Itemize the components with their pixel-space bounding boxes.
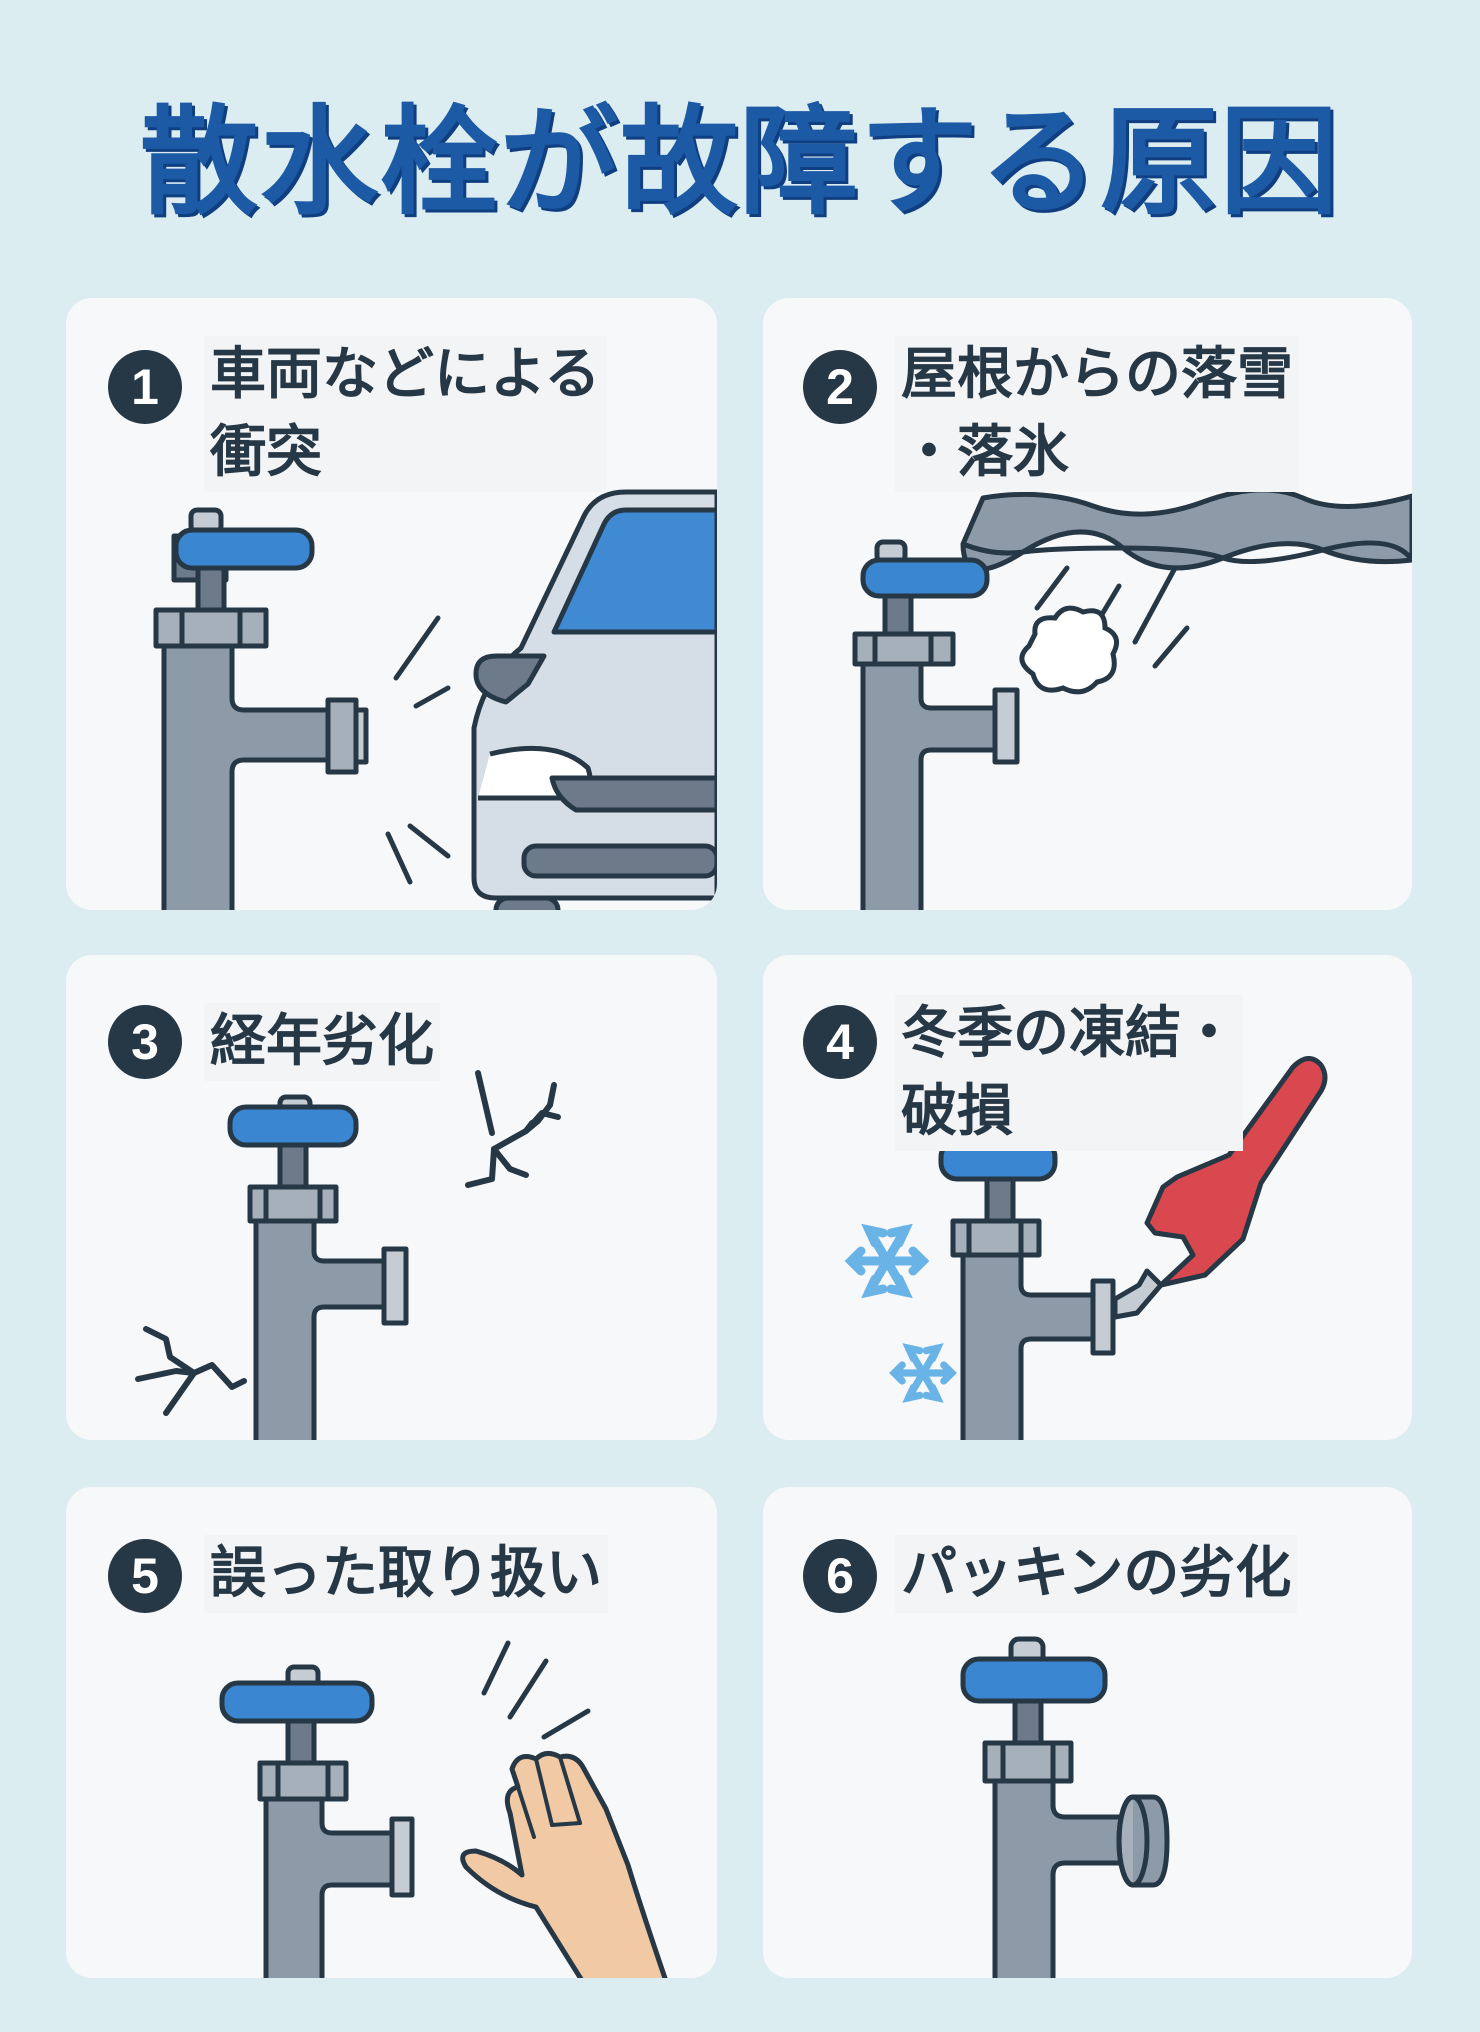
cause-heading: 誤った取り扱い (204, 1535, 608, 1613)
heading-line: 屋根からの落雪 (901, 342, 1293, 407)
cause-card-1: 1 車両などによる 衝突 (66, 298, 717, 910)
faucet-cracks-illustration (135, 1070, 561, 1440)
heading-line: 衝突 (210, 420, 322, 485)
faucet-icon (219, 1664, 415, 1978)
cause-card-6: 6 パッキンの劣化 (763, 1487, 1412, 1978)
motion-lines-icon (481, 1640, 591, 1740)
faucet-falling-snow-ice-illustration (852, 487, 1412, 910)
snow-chunk-icon (1019, 605, 1120, 695)
heading-line: パッキンの劣化 (901, 1541, 1292, 1606)
heading-line: 破損 (901, 1079, 1013, 1144)
number-badge: 5 (108, 1539, 182, 1613)
cause-heading: 車両などによる 衝突 (204, 336, 607, 492)
number-badge: 6 (803, 1539, 877, 1613)
faucet-icon (938, 1122, 1116, 1440)
heading-line: 車両などによる (210, 342, 601, 407)
cause-card-5: 5 誤った取り扱い (66, 1487, 717, 1978)
faucet-icon (227, 1094, 409, 1440)
heading-line: 経年劣化 (210, 1009, 434, 1074)
number-badge: 4 (803, 1005, 877, 1079)
cause-card-3: 3 経年劣化 (66, 955, 717, 1440)
cause-heading: パッキンの劣化 (895, 1535, 1298, 1613)
faucet-packing-illustration (960, 1636, 1170, 1978)
cause-card-2: 2 屋根からの落雪 ・落氷 (763, 298, 1412, 910)
hand-icon (460, 1751, 668, 1978)
number-badge: 3 (108, 1005, 182, 1079)
cause-card-4: 4 冬季の凍結・ 破損 (763, 955, 1412, 1440)
number-badge: 1 (108, 350, 182, 424)
faucet-hand-illustration (219, 1640, 668, 1978)
number-badge: 2 (803, 350, 877, 424)
wrench-icon (1112, 1056, 1328, 1320)
faucet-icon (960, 1636, 1170, 1978)
cause-heading: 経年劣化 (204, 1003, 440, 1081)
heading-line: 冬季の凍結・ (901, 1001, 1237, 1066)
cause-heading: 冬季の凍結・ 破損 (895, 995, 1243, 1151)
snowflake-icon (844, 1223, 957, 1403)
page-title: 散水栓が故障する原因 (139, 93, 1340, 231)
heading-line: 誤った取り扱い (210, 1541, 602, 1606)
faucet-icon (153, 507, 369, 910)
heading-line: ・落氷 (901, 420, 1069, 485)
crack-icon (135, 1070, 561, 1416)
faucet-car-collision-illustration (153, 489, 717, 910)
roof-snow-slab-icon (960, 487, 1412, 572)
cause-heading: 屋根からの落雪 ・落氷 (895, 336, 1299, 492)
car-icon (471, 489, 717, 910)
impact-lines-icon (385, 615, 451, 885)
faucet-icon (852, 539, 1020, 910)
